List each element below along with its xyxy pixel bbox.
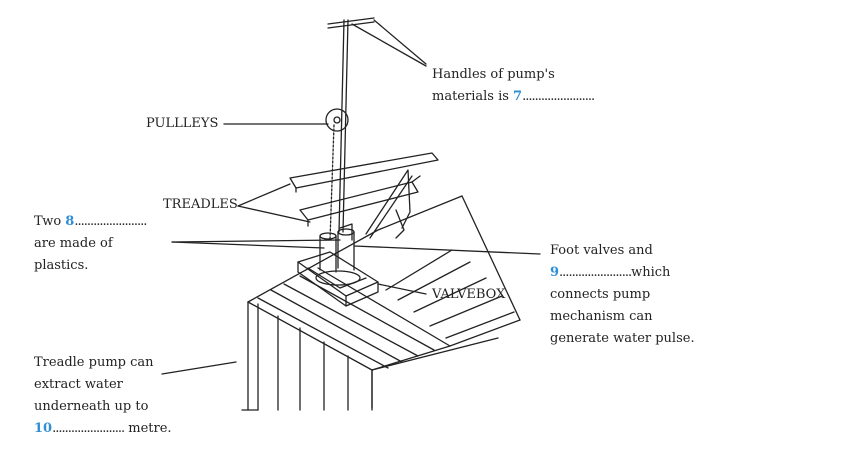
valve-box: [297, 251, 379, 307]
treadle-boards: [289, 152, 439, 227]
label-treadle-pump: Treadle pump can extract water underneat…: [34, 352, 172, 440]
blank-number-7: 7: [513, 89, 523, 104]
foot-line1: Foot valves and: [550, 243, 653, 258]
foot-line3: connects pump: [550, 287, 651, 302]
two-line1: Two 8.......................: [34, 211, 147, 233]
pump-cylinders: [319, 223, 355, 273]
handle-bar: [327, 17, 375, 29]
foot-line4: mechanism can: [550, 309, 653, 324]
label-pulleys: PULLLEYS: [146, 116, 219, 131]
pump-frame: [365, 169, 413, 239]
blank-number-9: 9: [550, 265, 560, 280]
foot-line5: generate water pulse.: [550, 331, 695, 346]
handles-prefix: materials is: [432, 89, 514, 104]
blank-line-9[interactable]: .......................: [559, 265, 632, 280]
pulley-wheel: [325, 108, 349, 132]
two-line2: are made of: [34, 236, 113, 251]
treadle-pump-line1: Treadle pump can: [34, 355, 154, 370]
label-valvebox: VALVEBOX: [432, 287, 506, 302]
handles-line2: materials is 7.......................: [432, 86, 595, 108]
label-foot-valves: Foot valves and 9.......................…: [550, 240, 695, 350]
blank-line-7[interactable]: .......................: [522, 89, 595, 104]
two-line3: plastics.: [34, 258, 89, 273]
foot-line2: 9.......................which: [550, 262, 695, 284]
treadle-pump-suffix: metre.: [124, 421, 172, 436]
label-treadles: TREADLES: [163, 197, 238, 212]
blank-line-8[interactable]: .......................: [74, 214, 147, 229]
treadle-pump-line2: extract water: [34, 377, 123, 392]
treadle-pump-line4: 10....................... metre.: [34, 418, 172, 440]
treadle-pump-line3: underneath up to: [34, 399, 149, 414]
two-prefix: Two: [34, 214, 66, 229]
handles-line1: Handles of pump's: [432, 67, 555, 82]
leader-lines: [161, 19, 541, 375]
blank-number-10: 10: [34, 421, 53, 436]
foot-suffix: which: [631, 265, 671, 280]
platform-deck: [247, 195, 521, 409]
well-wall: [241, 301, 373, 411]
blank-number-8: 8: [65, 214, 75, 229]
label-two: Two 8....................... are made of…: [34, 211, 147, 277]
label-handles: Handles of pump's materials is 7........…: [432, 64, 595, 108]
blank-line-10[interactable]: .......................: [52, 421, 125, 436]
